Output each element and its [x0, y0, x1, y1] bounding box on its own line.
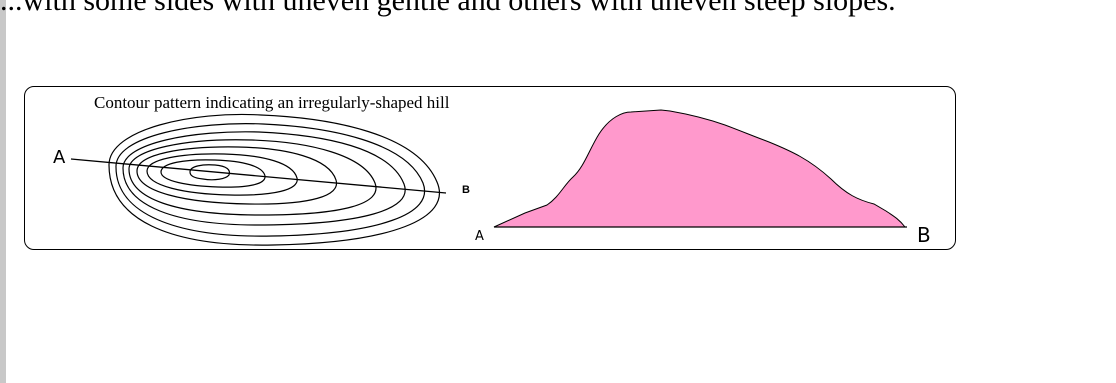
contour-line — [160, 159, 266, 188]
profile-fill — [493, 109, 907, 228]
contour-label-a: A — [53, 147, 66, 168]
contour-line — [115, 123, 426, 237]
contour-line — [128, 139, 377, 216]
contour-line — [108, 113, 440, 246]
section-line — [70, 158, 447, 194]
contour-line — [146, 153, 298, 196]
diagram-svg — [70, 109, 907, 246]
contour-label-b: B — [462, 184, 470, 196]
contour-line — [136, 146, 338, 205]
contour-map — [108, 113, 440, 246]
intro-text: ...with some sides with uneven gentle an… — [0, 0, 896, 17]
profile-label-a: A — [475, 229, 484, 244]
contour-summit — [189, 164, 231, 181]
contour-line — [122, 131, 406, 226]
figure-title: Contour pattern indicating an irregularl… — [94, 93, 450, 112]
left-rule — [0, 0, 6, 383]
profile-label-b: B — [917, 223, 931, 247]
figure-box: Contour pattern indicating an irregularl… — [24, 86, 956, 250]
